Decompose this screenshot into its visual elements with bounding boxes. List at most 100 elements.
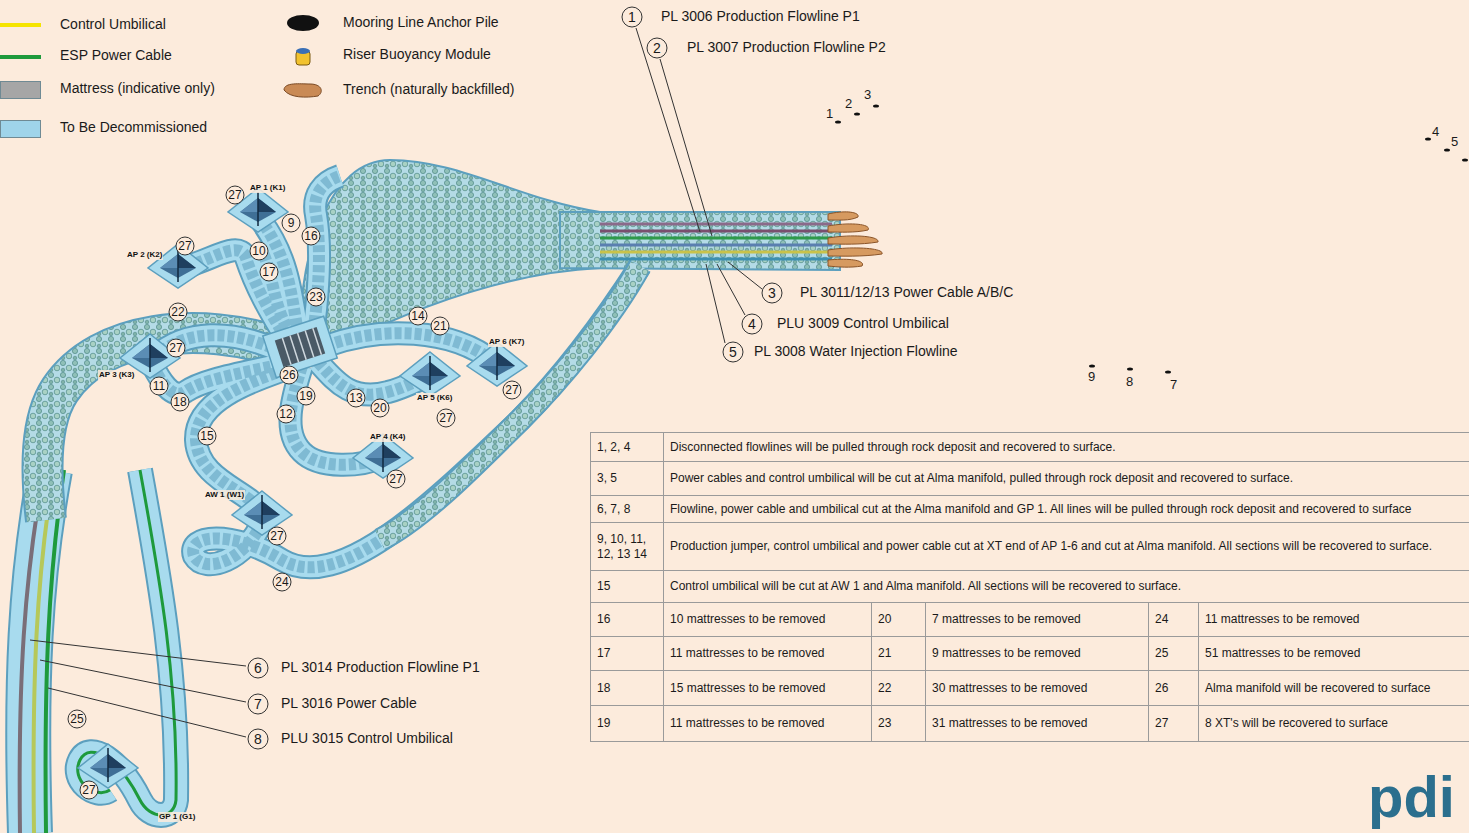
structure-name: GP 1 (G1)	[158, 812, 196, 822]
table-cell: 8 XT's will be recovered to surface	[1199, 706, 1469, 742]
line-name: PL 3006 Production Flowline P1	[661, 8, 860, 25]
line-name: PL 3008 Water Injection Flowline	[754, 343, 958, 360]
line-name: PL 3016 Power Cable	[281, 695, 417, 712]
callout-number: 27	[176, 237, 195, 256]
structure-name: AP 5 (K6)	[416, 393, 453, 403]
table-cell: Flowline, power cable and umbilical cut …	[664, 496, 1469, 523]
callout-number: 25	[68, 710, 87, 729]
structure-name: AP 6 (K7)	[488, 337, 525, 347]
table-cell: 15	[591, 571, 664, 603]
callout-number: 27	[503, 381, 522, 400]
legend-text: Mooring Line Anchor Pile	[343, 14, 499, 31]
table-cell: 24	[1149, 603, 1199, 637]
table-cell: 21	[872, 637, 926, 671]
table-cell: Alma manifold will be recovered to surfa…	[1199, 671, 1469, 706]
point-number: 5	[1451, 134, 1458, 150]
structure-name: AP 1 (K1)	[249, 183, 286, 193]
point-number: 1	[826, 106, 833, 122]
line-name: PL 3014 Production Flowline P1	[281, 659, 480, 676]
callout-number: 23	[307, 288, 326, 307]
callout-number: 27	[226, 186, 245, 205]
legend-text: Mattress (indicative only)	[60, 80, 215, 97]
table-cell: 23	[872, 706, 926, 742]
callout-number: 9	[282, 214, 301, 233]
table-cell: 17	[591, 637, 664, 671]
legend-text: To Be Decommissioned	[60, 119, 207, 136]
callout-number: 24	[273, 573, 292, 592]
table-cell: 27	[1149, 706, 1199, 742]
callout-number: 2	[647, 38, 668, 59]
line-name: PL 3007 Production Flowline P2	[687, 39, 886, 56]
callout-number: 27	[437, 409, 456, 428]
callout-number: 18	[171, 393, 190, 412]
point-number: 3	[864, 87, 871, 103]
table-cell: 6, 7, 8	[591, 496, 664, 523]
callout-number: 15	[198, 427, 217, 446]
legend-text: ESP Power Cable	[60, 47, 172, 64]
callout-number: 27	[387, 470, 406, 489]
legend-text: Riser Buoyancy Module	[343, 46, 491, 63]
table-cell: 51 mattresses to be removed	[1199, 637, 1469, 671]
callout-number: 27	[268, 527, 287, 546]
point-number: 9	[1088, 369, 1095, 385]
line-name: PL 3011/12/13 Power Cable A/B/C	[800, 284, 1013, 301]
table-cell: 3, 5	[591, 462, 664, 496]
company-logo: pdi	[1368, 768, 1455, 826]
point-number: 2	[845, 96, 852, 112]
table-cell: Control umbilical will be cut at AW 1 an…	[664, 571, 1469, 603]
table-cell: 11 mattresses to be removed	[1199, 603, 1469, 637]
legend-text: Control Umbilical	[60, 16, 166, 33]
table-cell: 9, 10, 11, 12, 13 14	[591, 523, 664, 571]
callout-number: 17	[260, 263, 279, 282]
table-cell: 18	[591, 671, 664, 706]
callout-number: 26	[280, 366, 299, 385]
callout-number: 7	[248, 694, 269, 715]
table-cell: 26	[1149, 671, 1199, 706]
table-cell: 22	[872, 671, 926, 706]
line-name: PLU 3015 Control Umbilical	[281, 730, 453, 747]
point-number: 4	[1432, 124, 1439, 140]
table-cell: Disconnected flowlines will be pulled th…	[664, 433, 1469, 462]
table-cell: 7 mattresses to be removed	[926, 603, 1149, 637]
line-name: PLU 3009 Control Umbilical	[777, 315, 949, 332]
callout-number: 27	[80, 781, 99, 800]
table-cell: 11 mattresses to be removed	[664, 637, 872, 671]
callout-number: 5	[723, 342, 744, 363]
callout-number: 14	[409, 307, 428, 326]
callout-number: 21	[431, 317, 450, 336]
table-cell: 30 mattresses to be removed	[926, 671, 1149, 706]
legend-swatch	[0, 81, 41, 99]
legend-swatch	[0, 120, 41, 138]
structure-name: AP 2 (K2)	[126, 250, 163, 260]
callout-number: 20	[371, 399, 390, 418]
callout-number: 6	[248, 658, 269, 679]
callout-number: 11	[150, 377, 169, 396]
table-cell: 15 mattresses to be removed	[664, 671, 872, 706]
table-cell: 20	[872, 603, 926, 637]
callout-number: 12	[277, 405, 296, 424]
structure-name: AP 4 (K4)	[369, 432, 406, 442]
table-cell: 31 mattresses to be removed	[926, 706, 1149, 742]
table-cell: Production jumper, control umbilical and…	[664, 523, 1469, 571]
callout-number: 22	[169, 303, 188, 322]
table-cell: 19	[591, 706, 664, 742]
callout-number: 19	[297, 387, 316, 406]
table-cell: 16	[591, 603, 664, 637]
table-cell: 25	[1149, 637, 1199, 671]
table-cell: Power cables and control umbilical will …	[664, 462, 1469, 496]
note-table: 1, 2, 4Disconnected flowlines will be pu…	[590, 432, 1469, 742]
point-number: 7	[1170, 377, 1177, 393]
callout-number: 27	[167, 339, 186, 358]
callout-number: 8	[248, 729, 269, 750]
point-number: 8	[1126, 374, 1133, 390]
callout-number: 16	[302, 227, 321, 246]
table-cell: 10 mattresses to be removed	[664, 603, 872, 637]
structure-name: AW 1 (W1)	[204, 490, 245, 500]
callout-number: 4	[742, 314, 763, 335]
legend-text: Trench (naturally backfilled)	[343, 81, 514, 98]
callout-number: 13	[347, 389, 366, 408]
callout-number: 1	[622, 7, 643, 28]
table-cell: 11 mattresses to be removed	[664, 706, 872, 742]
table-cell: 9 mattresses to be removed	[926, 637, 1149, 671]
